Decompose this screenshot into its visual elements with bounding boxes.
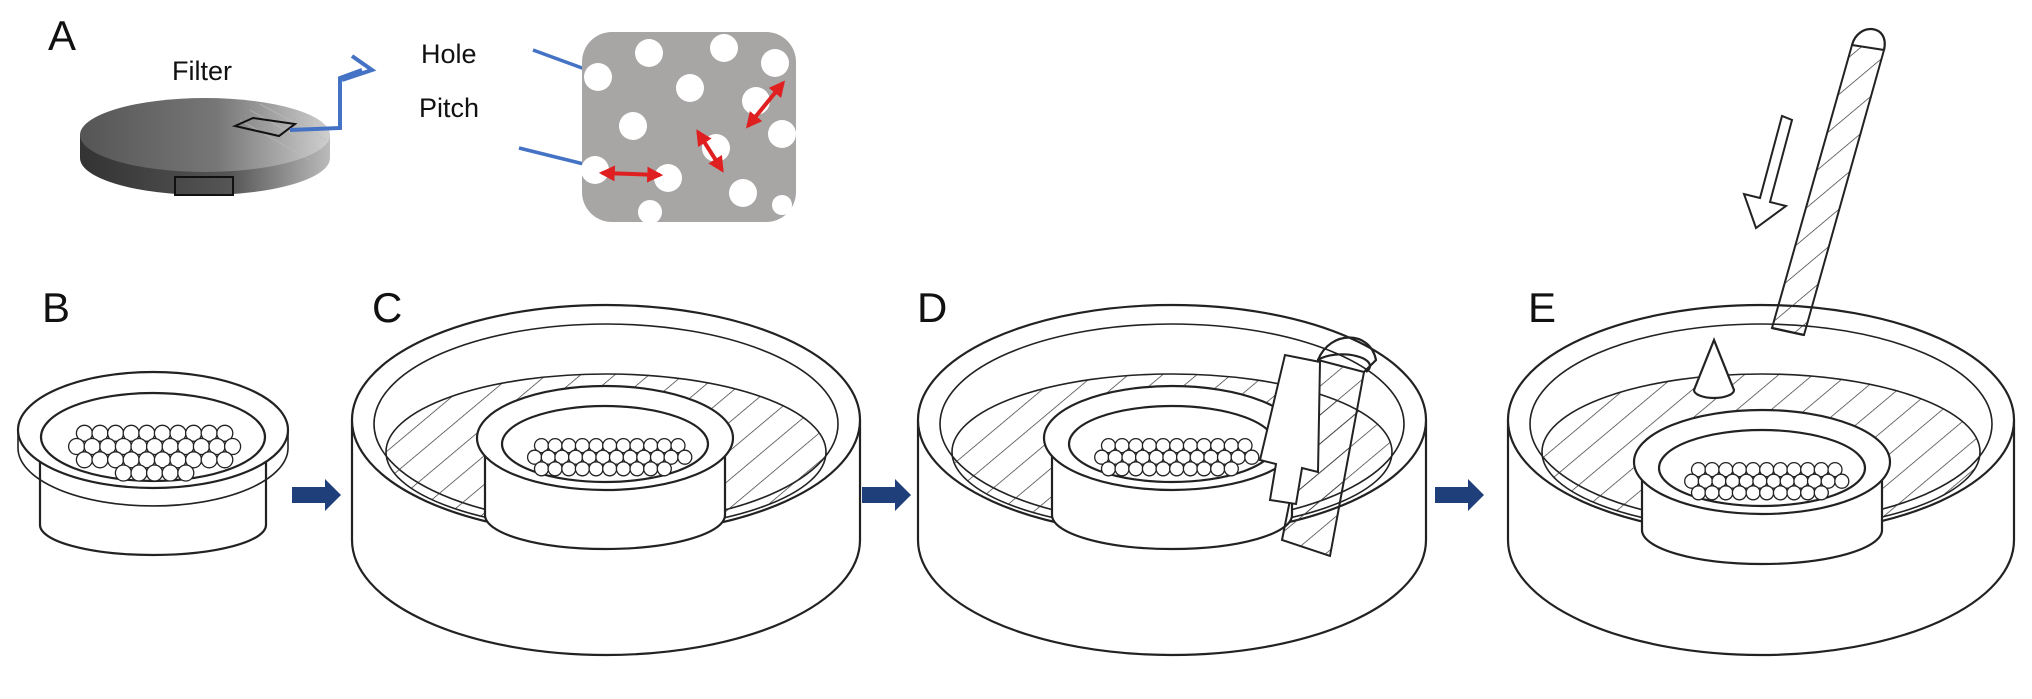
step-arrow-3 [1435,479,1484,511]
panel-a: A Filter Hole Pitch [48,12,796,224]
cup-in-dish-e [1632,408,1892,566]
panel-label-d: D [917,284,947,331]
panel-d: D [916,284,1428,657]
step-arrow-1 [292,479,341,511]
panel-label-a: A [48,12,76,59]
panel-b: B [16,284,290,557]
filter-side-highlight [174,176,234,196]
panel-label-c: C [372,284,402,331]
cup-in-dish-c [475,384,735,551]
droplet [1692,337,1736,400]
pitch-arrows [598,80,786,183]
cell-spheres [1684,461,1850,501]
hole-label: Hole [421,39,477,69]
filter-label: Filter [172,56,232,86]
cell-spheres [1094,437,1260,477]
filter-cup [16,370,290,557]
dish-e [1506,303,2016,657]
mesh-closeup [581,32,796,224]
pitch-label: Pitch [419,93,479,123]
cup-in-dish-d [1042,384,1302,551]
zoom-pointer-line [289,68,363,132]
panel-label-b: B [42,284,70,331]
filter-zoom-region [231,116,298,138]
cell-spheres [67,424,242,482]
dish-d [916,303,1428,657]
panel-c: C [350,284,862,657]
filter-disc [80,98,330,196]
cell-spheres [526,437,693,477]
pipette-e [1770,28,1886,337]
zoom-pointer-arrowhead [341,54,377,82]
step-arrow-2 [862,479,911,511]
dish-c [350,303,862,657]
panel-e: E [1506,28,2016,657]
downward-arrow-e [1742,114,1794,230]
upward-arrow-d [1258,353,1322,506]
panel-label-e: E [1528,284,1556,331]
